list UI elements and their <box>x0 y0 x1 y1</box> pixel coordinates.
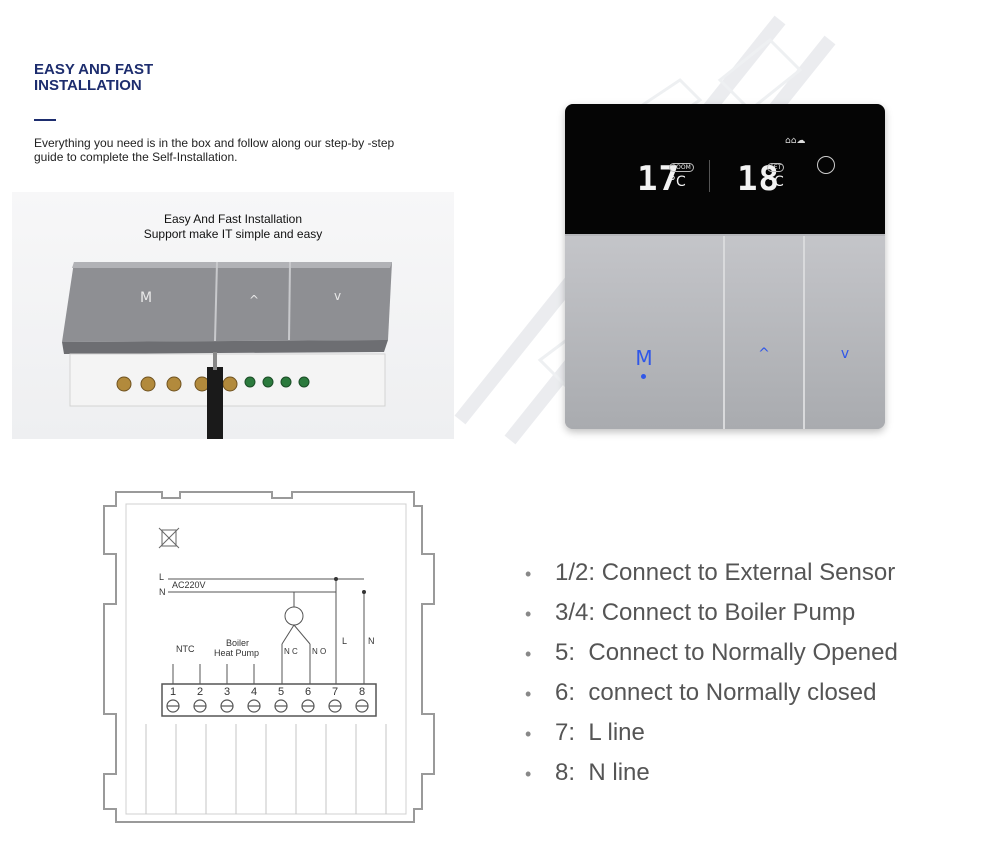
photo-caption-line-1: Easy And Fast Installation <box>163 212 303 226</box>
section-description: Everything you need is in the box and fo… <box>34 136 395 164</box>
terminal-l-label: L <box>342 636 347 646</box>
connection-key: 8: <box>555 759 576 786</box>
location-icon <box>817 156 835 174</box>
photo-down-glyph: v <box>334 289 341 303</box>
mode-button[interactable]: M <box>565 236 723 429</box>
connection-item: • 7: L line <box>525 717 898 757</box>
line-label: L <box>159 572 164 582</box>
bullet-icon: • <box>525 684 532 704</box>
connection-key: 6: <box>555 679 576 706</box>
set-unit: °C <box>767 174 784 190</box>
mode-indicator-dot <box>641 374 646 379</box>
terminal-6-number: 6 <box>305 686 311 698</box>
photo-up-glyph: ^ <box>249 293 259 307</box>
room-unit: °C <box>669 174 686 190</box>
wiring-diagram: L N AC220V L N N C N O NTC Boiler Heat P… <box>103 491 435 823</box>
connection-key: 3/4: <box>555 599 596 626</box>
connection-key: 7: <box>555 719 576 746</box>
connection-text: L line <box>588 719 645 746</box>
ntc-label: NTC <box>176 644 195 654</box>
connection-list: • 1/2: Connect to External Sensor • 3/4: C… <box>525 557 898 797</box>
recycle-bin-icon <box>158 527 180 549</box>
no-label: N O <box>312 647 326 656</box>
down-arrow-icon: v <box>840 346 850 362</box>
bullet-icon: • <box>525 564 532 584</box>
connection-key: 5: <box>555 639 576 666</box>
terminal-5-number: 5 <box>278 686 284 698</box>
connection-text: Connect to Normally Opened <box>588 639 898 666</box>
room-tag: ROOM <box>669 163 694 172</box>
thermostat-side-view: M ^ v <box>62 261 392 439</box>
mode-glyph: M <box>635 346 653 370</box>
connection-item: • 1/2: Connect to External Sensor <box>525 557 898 597</box>
up-arrow-icon: ^ <box>758 346 770 362</box>
photo-caption: Easy And Fast Installation Support make … <box>12 212 454 242</box>
boiler-label: Boiler <box>226 638 249 648</box>
terminal-1-number: 1 <box>170 686 176 698</box>
title-line-1: EASY AND FAST <box>34 61 154 78</box>
neutral-label: N <box>159 587 166 597</box>
bullet-icon: • <box>525 724 532 744</box>
lcd-screen: 17 ROOM °C 18 SET °C ⌂⌂☁ <box>565 104 885 234</box>
connection-text: connect to Normally closed <box>588 679 877 706</box>
connection-item: • 5: Connect to Normally Opened <box>525 637 898 677</box>
supply-label: AC220V <box>172 580 206 590</box>
bullet-icon: • <box>525 644 532 664</box>
connection-item: • 3/4: Connect to Boiler Pump <box>525 597 898 637</box>
lcd-divider <box>709 160 710 192</box>
bullet-icon: • <box>525 764 532 784</box>
terminal-4-number: 4 <box>251 686 257 698</box>
terminal-screws <box>166 699 369 713</box>
title-divider <box>34 119 56 121</box>
terminal-2-number: 2 <box>197 686 203 698</box>
connection-text: N line <box>588 759 650 786</box>
section-title: EASY AND FAST INSTALLATION <box>34 62 153 94</box>
connection-key: 1/2: <box>555 559 596 586</box>
set-tag: SET <box>767 163 785 172</box>
terminal-8-number: 8 <box>359 686 365 698</box>
terminal-7-number: 7 <box>332 686 338 698</box>
connection-item: • 8: N line <box>525 757 898 797</box>
heat-pump-label: Heat Pump <box>214 648 259 658</box>
status-icons: ⌂⌂☁ <box>785 136 806 146</box>
nc-label: N C <box>284 647 298 656</box>
photo-caption-line-2: Support make IT simple and easy <box>143 227 323 241</box>
terminal-3-number: 3 <box>224 686 230 698</box>
title-line-2: INSTALLATION <box>34 77 142 94</box>
bullet-icon: • <box>525 604 532 624</box>
photo-mode-glyph: M <box>140 290 152 306</box>
down-button[interactable]: v <box>803 236 885 429</box>
connection-text: Connect to External Sensor <box>601 559 896 586</box>
thermostat-front-view: 17 ROOM °C 18 SET °C ⌂⌂☁ M ^ v <box>565 104 885 429</box>
terminal-n-label: N <box>368 636 375 646</box>
installation-photo: Easy And Fast Installation Support make … <box>12 192 454 439</box>
up-button[interactable]: ^ <box>723 236 803 429</box>
connection-item: • 6: connect to Normally closed <box>525 677 898 717</box>
connection-text: Connect to Boiler Pump <box>601 599 856 626</box>
